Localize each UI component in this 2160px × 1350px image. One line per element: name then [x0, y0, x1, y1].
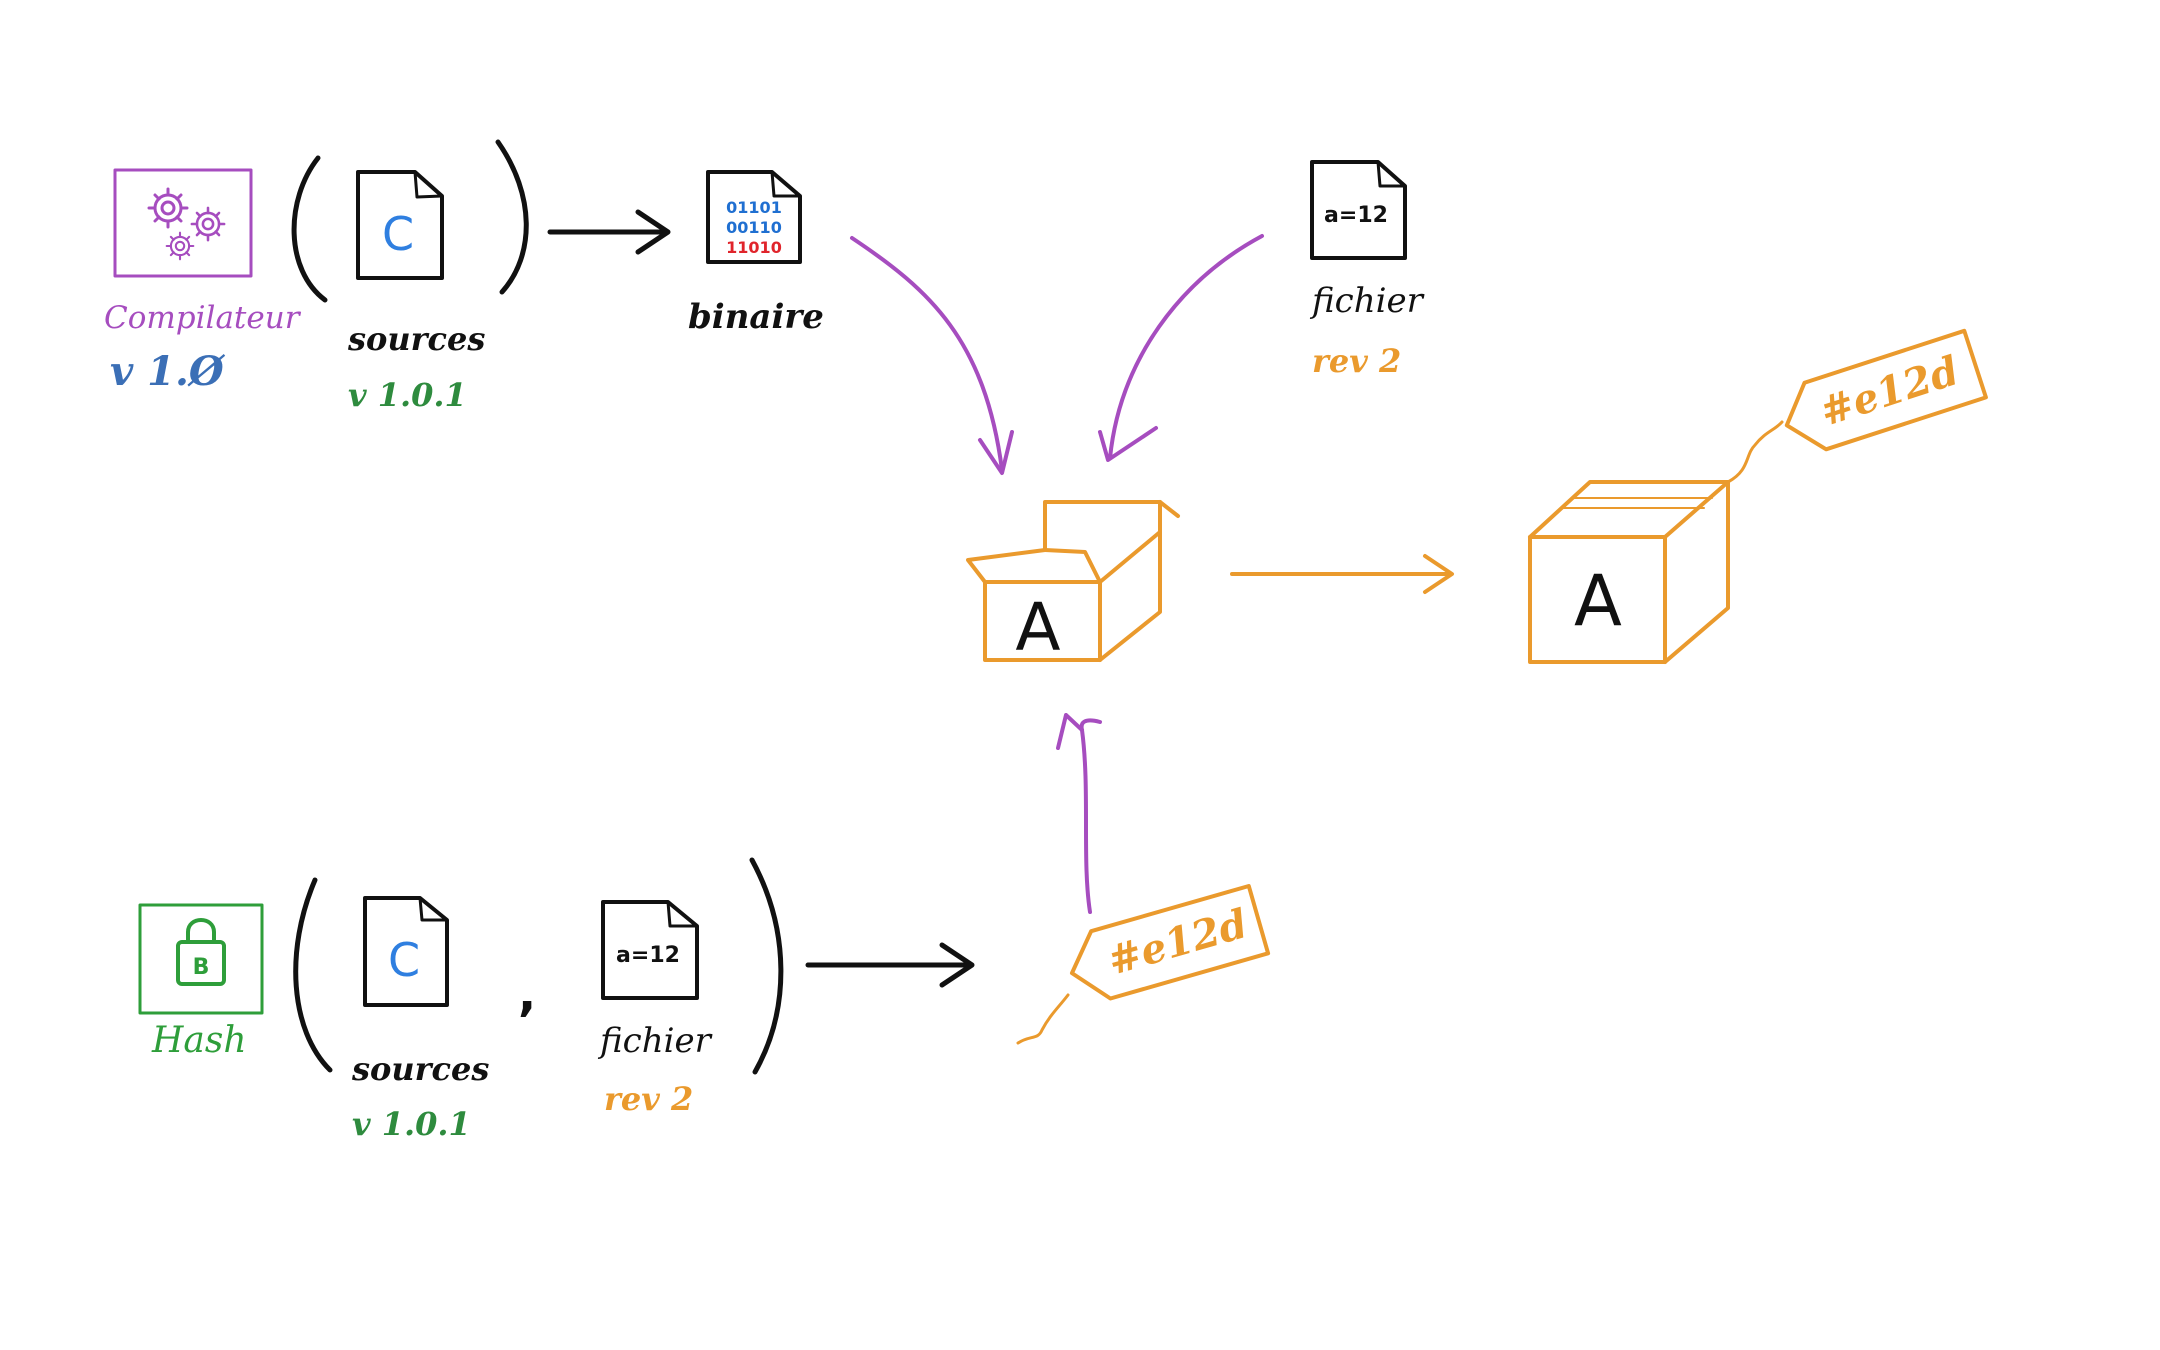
open-box-icon: A	[966, 500, 1180, 666]
bits-row-1: 01101	[726, 198, 782, 217]
c-letter: C	[382, 207, 414, 261]
separator-comma: ,	[518, 966, 536, 1022]
hash-label: Hash	[151, 1020, 247, 1061]
text-file-icon: a=12	[1310, 160, 1407, 260]
arrow-tag-to-box	[1056, 713, 1102, 914]
sources-top-group: C sources v 1.0.1	[347, 170, 485, 414]
bottom-tag-text: #e12d	[1103, 900, 1253, 984]
bottom-tag: #e12d	[1016, 883, 1271, 1045]
file-top-label: fichier	[1309, 281, 1425, 321]
file-bottom-group: a=12 fichier rev 2	[597, 900, 713, 1118]
bits-row-2: 00110	[726, 218, 782, 237]
close-paren-bottom	[749, 857, 784, 1075]
compiler-version: v 1.Ø	[110, 348, 226, 395]
lock-icon: B	[138, 903, 264, 1015]
file-content: a=12	[616, 943, 680, 968]
gears-icon	[113, 168, 253, 278]
sources-bottom-version: v 1.0.1	[352, 1105, 471, 1143]
lock-letter: B	[193, 955, 210, 980]
file-top-rev: rev 2	[1312, 342, 1401, 380]
sources-top-label: sources	[347, 320, 485, 358]
file-bottom-rev: rev 2	[604, 1080, 693, 1118]
arrow-to-tag	[805, 942, 975, 988]
file-bottom-label: fichier	[597, 1021, 713, 1061]
compiler-label: Compilateur	[104, 300, 302, 336]
open-paren-top	[291, 155, 328, 303]
binary-group: 01101 00110 11010 binaire	[688, 170, 824, 337]
arrow-binary-to-box	[850, 236, 1014, 475]
closed-box-tag-text: #e12d	[1814, 347, 1964, 436]
sources-top-version: v 1.0.1	[348, 376, 467, 414]
hash-group: B Hash	[138, 903, 264, 1061]
c-letter: C	[388, 933, 420, 987]
arrow-to-binary	[547, 209, 671, 255]
sources-bottom-label: sources	[351, 1050, 489, 1088]
text-file-icon: a=12	[601, 900, 699, 1000]
binary-file-icon: 01101 00110 11010	[706, 170, 802, 264]
c-file-icon: C	[356, 170, 444, 280]
open-paren-bottom	[293, 877, 333, 1073]
file-content: a=12	[1324, 203, 1388, 228]
c-file-icon: C	[363, 896, 449, 1007]
closed-box-letter: A	[1574, 560, 1622, 642]
close-paren-top	[495, 139, 529, 295]
compiler-group: Compilateur v 1.Ø	[104, 168, 302, 395]
file-top-group: a=12 fichier rev 2	[1309, 160, 1425, 380]
binary-label: binaire	[688, 297, 824, 337]
sources-bottom-group: C sources v 1.0.1	[351, 896, 489, 1143]
closed-box-icon: A	[1528, 480, 1730, 664]
bits-row-3: 11010	[726, 238, 782, 257]
closed-box-tag: #e12d	[1726, 328, 1988, 484]
arrow-file-to-box	[1098, 234, 1264, 462]
open-box-letter: A	[1015, 589, 1060, 666]
arrow-box-to-box	[1230, 554, 1454, 594]
